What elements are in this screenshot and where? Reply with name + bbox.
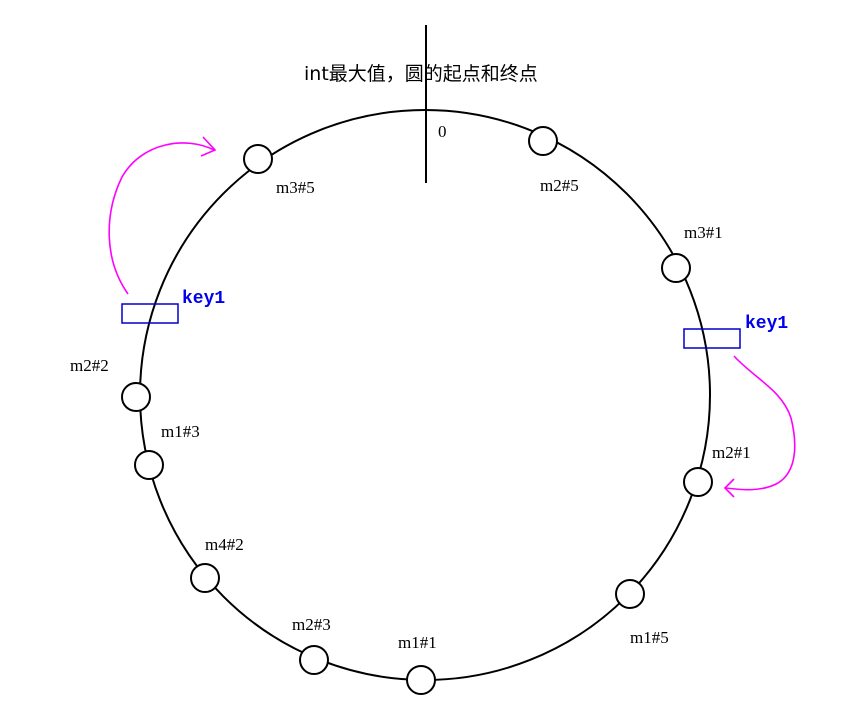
node-label: m4#2: [205, 535, 244, 554]
node-circle-m2-3: [299, 645, 329, 675]
node-label: m1#5: [630, 628, 669, 647]
node-label: m2#1: [712, 443, 751, 462]
node-circle-m3-1: [661, 253, 691, 283]
node-circle-m2-5: [528, 126, 558, 156]
node-label: m1#3: [161, 422, 200, 441]
node-label: m2#5: [540, 176, 579, 195]
node-label: m3#1: [684, 223, 723, 242]
node-circle-m1-5: [615, 579, 645, 609]
key-box-right: [683, 328, 741, 349]
node-circle-m2-2: [121, 382, 151, 412]
arrow-key-to-m3-5: [108, 142, 215, 295]
key-label-left: key1: [182, 289, 225, 309]
arrow-head: [723, 478, 735, 498]
arrow-head: [200, 136, 217, 157]
arrow-key-to-m2-1: [725, 355, 796, 491]
node-circle-m3-5: [243, 144, 273, 174]
node-circle-m1-1: [406, 665, 436, 695]
key-box-left: [121, 303, 179, 324]
node-label: m3#5: [276, 178, 315, 197]
node-label: m1#1: [398, 633, 437, 652]
node-label: m2#2: [70, 356, 109, 375]
origin-zero-label: 0: [438, 122, 447, 141]
node-circle-m2-1: [683, 467, 713, 497]
key-label-right: key1: [745, 314, 788, 334]
node-label: m2#3: [292, 615, 331, 634]
node-circle-m4-2: [190, 563, 220, 593]
origin-caption: int最大值，圆的起点和终点: [304, 63, 538, 85]
node-circle-m1-3: [134, 450, 164, 480]
